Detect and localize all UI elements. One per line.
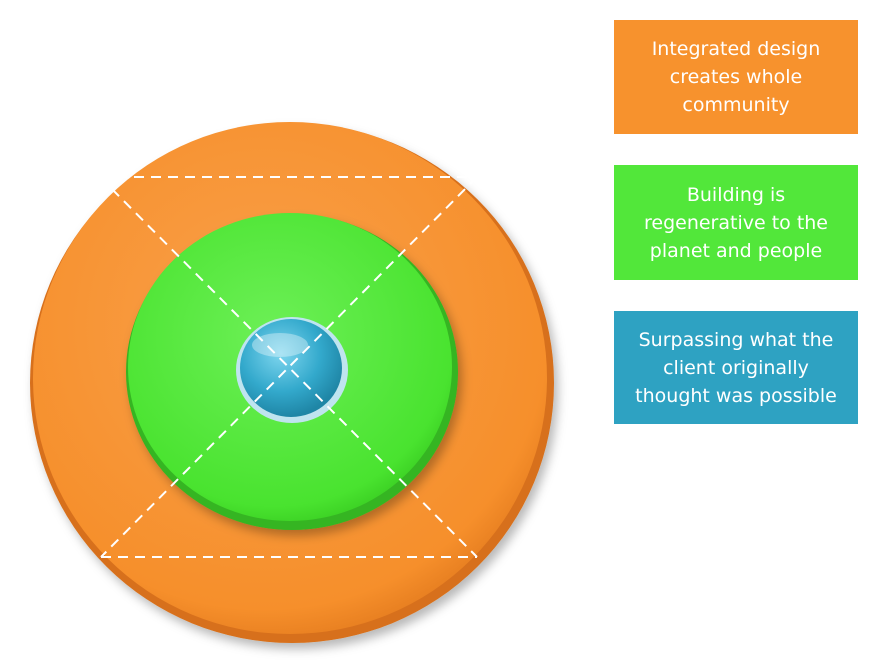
dashed-guide-lines bbox=[99, 176, 478, 558]
legend-box-outer: Integrated design creates whole communit… bbox=[614, 20, 858, 134]
legend-box-inner: Surpassing what the client originally th… bbox=[614, 311, 858, 424]
inner-circle bbox=[240, 319, 342, 417]
legend-box-middle: Building is regenerative to the planet a… bbox=[614, 165, 858, 280]
concentric-circles-diagram bbox=[30, 122, 554, 643]
legend-text-inner: Surpassing what the client originally th… bbox=[635, 328, 837, 407]
inner-circle-highlight bbox=[252, 333, 308, 357]
diagonal-dashed-line-2 bbox=[100, 176, 478, 558]
diagonal-dashed-line-1 bbox=[99, 176, 478, 558]
legend-text-outer: Integrated design creates whole communit… bbox=[651, 38, 821, 116]
legend-text-middle: Building is regenerative to the planet a… bbox=[643, 183, 829, 262]
